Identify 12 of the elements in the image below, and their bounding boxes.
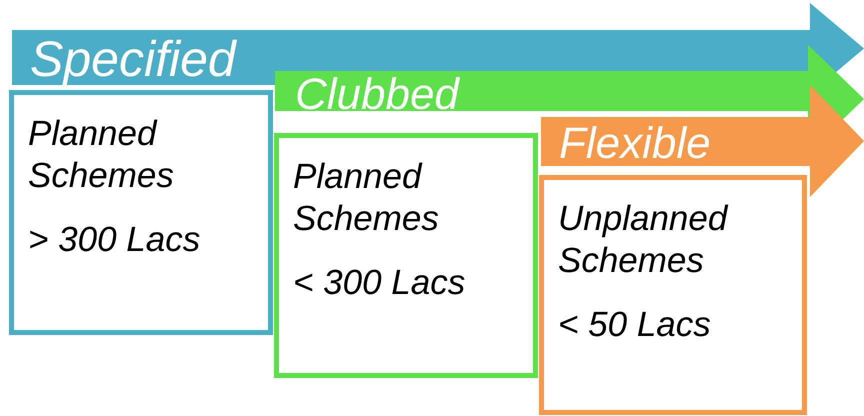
band-title: Specified — [30, 34, 236, 84]
scheme-type: Planned Schemes — [28, 113, 175, 197]
scheme-type: Planned Schemes — [293, 156, 440, 240]
scheme-limit: > 300 Lacs — [28, 219, 202, 261]
scheme-limit: < 50 Lacs — [558, 304, 712, 346]
band-title: Flexible — [559, 122, 711, 166]
scheme-card — [539, 175, 807, 415]
scheme-type: Unplanned Schemes — [558, 198, 730, 282]
scheme-limit: < 300 Lacs — [293, 262, 466, 304]
scheme-card — [9, 90, 273, 335]
scheme-card — [274, 133, 538, 378]
band-title: Clubbed — [295, 73, 459, 117]
